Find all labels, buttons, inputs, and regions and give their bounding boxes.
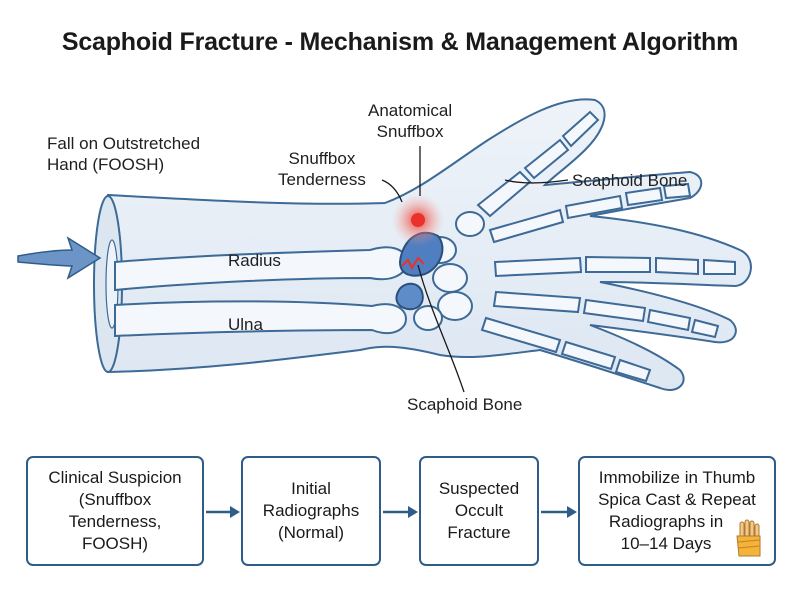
finger-bones [476,110,736,383]
flow-arrow-3 [541,506,577,518]
forearm-bones [114,246,410,338]
fall-label: Fall on Outstretched Hand (FOOSH) [47,134,201,174]
snuffbox-tenderness-label: Snuffbox Tenderness [278,149,366,189]
page-title: Scaphoid Fracture - Mechanism & Manageme… [61,28,739,56]
hand-wrist-illustration [17,98,752,393]
ulna-label: Ulna [228,315,263,334]
flow-step-immobilize: Immobilize in Thumb Spica Cast & Repeat … [578,456,776,566]
flow-arrow-1 [206,506,240,518]
scaphoid-bone-label-top: Scaphoid Bone [572,171,688,190]
radius-label: Radius [228,251,281,270]
leader-lines [381,146,569,393]
scaphoid-bone-label-bottom: Scaphoid Bone [407,395,523,414]
flow-step-occult-fracture: Suspected Occult Fracture [419,456,539,566]
cast-hand-icon [736,519,761,557]
flow-step-initial-radiographs: Initial Radiographs (Normal) [241,456,381,566]
anatomical-snuffbox-label: Anatomical Snuffbox [368,101,453,141]
flow-arrow-2 [383,506,418,518]
flow-step-clinical-suspicion: Clinical Suspicion (Snuffbox Tenderness,… [26,456,204,566]
impact-arrow-icon [17,236,102,280]
